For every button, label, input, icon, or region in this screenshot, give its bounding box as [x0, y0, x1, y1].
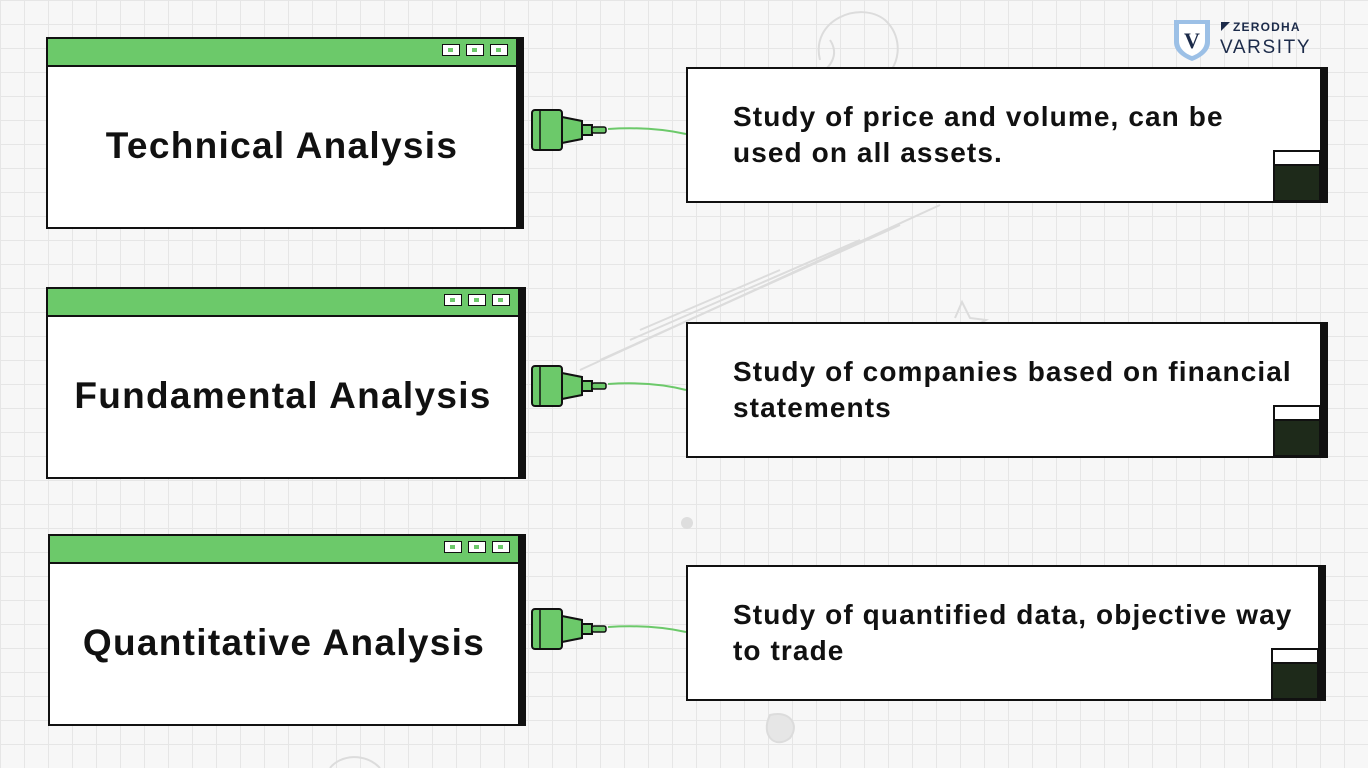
window-technical-analysis: Technical Analysis — [46, 37, 524, 229]
connector-plug-icon — [531, 109, 607, 151]
shield-icon: V — [1174, 20, 1210, 61]
shield-letter: V — [1184, 28, 1200, 53]
company-name: ZERODHA — [1233, 20, 1301, 34]
window-title-bar — [48, 289, 518, 317]
zerodha-mark-icon — [1221, 22, 1230, 31]
window-control-icon — [492, 541, 510, 553]
window-title-bar — [48, 39, 516, 67]
window-fundamental-analysis: Fundamental Analysis — [46, 287, 526, 479]
window-control-icon — [490, 44, 508, 56]
description-box-quantitative: Study of quantified data, objective way … — [686, 565, 1326, 701]
varsity-logo: V ZERODHA VARSITY — [1172, 18, 1322, 64]
window-control-icon — [492, 294, 510, 306]
connector-wire — [608, 127, 687, 135]
concept-title: Technical Analysis — [105, 125, 459, 166]
concept-title: Fundamental Analysis — [74, 375, 492, 416]
window-title-bar — [50, 536, 518, 564]
window-controls — [444, 294, 510, 306]
description-box-technical: Study of price and volume, can be used o… — [686, 67, 1328, 203]
connector-wire — [608, 382, 687, 391]
description-text: Study of companies based on financial st… — [733, 356, 1292, 423]
window-control-icon — [468, 294, 486, 306]
window-control-icon — [442, 44, 460, 56]
connector-plug-icon — [531, 365, 607, 407]
description-box-fundamental: Study of companies based on financial st… — [686, 322, 1328, 458]
description-text: Study of price and volume, can be used o… — [733, 101, 1224, 168]
connector-plug-icon — [531, 608, 607, 650]
product-name: VARSITY — [1220, 37, 1312, 58]
window-control-icon — [444, 541, 462, 553]
window-controls — [442, 44, 508, 56]
corner-block — [1271, 648, 1318, 699]
window-control-icon — [466, 44, 484, 56]
corner-block — [1273, 150, 1320, 201]
corner-block — [1273, 405, 1320, 456]
window-control-icon — [468, 541, 486, 553]
description-text: Study of quantified data, objective way … — [733, 599, 1293, 666]
window-controls — [444, 541, 510, 553]
window-quantitative-analysis: Quantitative Analysis — [48, 534, 526, 726]
connector-wire — [608, 625, 687, 633]
concept-title: Quantitative Analysis — [82, 622, 486, 663]
window-control-icon — [444, 294, 462, 306]
